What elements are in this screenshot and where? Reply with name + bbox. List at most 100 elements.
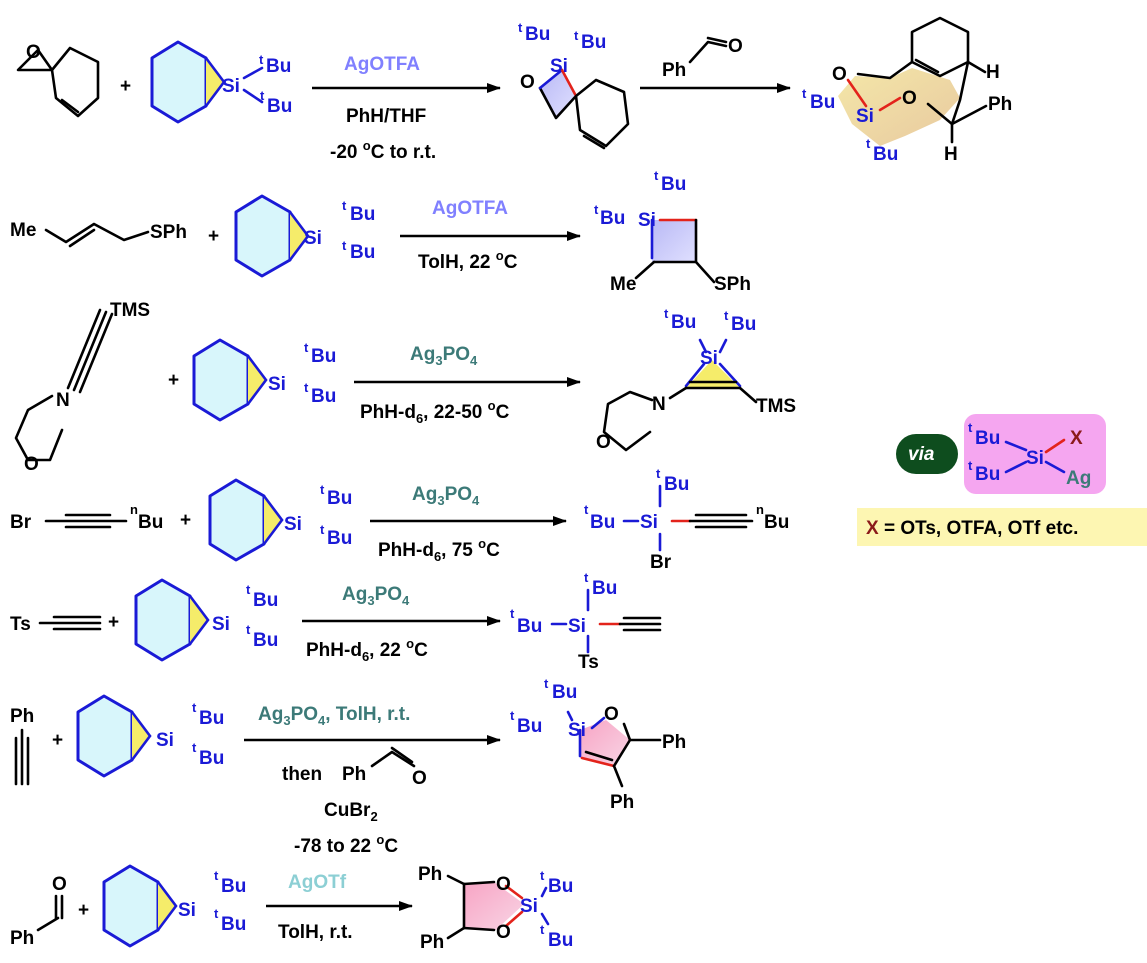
svg-text:Bu: Bu bbox=[517, 616, 542, 637]
silacyclopropane-reagent: Si t Bu t Bu bbox=[150, 40, 292, 124]
benzaldehyde-reagent: Ph O bbox=[662, 36, 743, 81]
svg-text:Bu: Bu bbox=[661, 174, 686, 195]
condition: PhH-d6, 75 oC bbox=[378, 536, 500, 564]
oxasiletane-product: O Si t Bu t Bu bbox=[518, 20, 630, 150]
svg-text:Bu: Bu bbox=[221, 914, 246, 935]
svg-text:Bu: Bu bbox=[590, 512, 615, 533]
svg-text:Ph: Ph bbox=[10, 928, 34, 949]
svg-text:Si: Si bbox=[520, 896, 538, 917]
svg-text:t: t bbox=[192, 740, 197, 755]
svg-text:Ph: Ph bbox=[418, 864, 442, 885]
svg-text:t: t bbox=[510, 606, 515, 621]
svg-text:Bu: Bu bbox=[548, 930, 573, 951]
svg-text:Si: Si bbox=[284, 514, 302, 535]
condition: TolH, 22 oC bbox=[418, 248, 518, 273]
svg-text:t: t bbox=[594, 202, 599, 217]
svg-text:Bu: Bu bbox=[592, 578, 617, 599]
svg-text:Si: Si bbox=[568, 720, 586, 741]
svg-text:Ph: Ph bbox=[342, 764, 366, 785]
condition: TolH, r.t. bbox=[278, 922, 353, 943]
svg-text:t: t bbox=[214, 868, 219, 883]
svg-text:Bu: Bu bbox=[350, 204, 375, 225]
condition-temp: -20 oC to r.t. bbox=[330, 138, 436, 163]
svg-text:Ph: Ph bbox=[662, 732, 686, 753]
svg-text:t: t bbox=[540, 922, 545, 937]
then-benzaldehyde: then Ph O bbox=[282, 746, 427, 789]
svg-text:Si: Si bbox=[700, 348, 718, 369]
svg-text:t: t bbox=[584, 570, 589, 585]
svg-text:Bu: Bu bbox=[327, 528, 352, 549]
reagent-label: Ag3PO4 bbox=[342, 584, 410, 608]
svg-text:O: O bbox=[520, 72, 535, 93]
svg-text:t: t bbox=[246, 582, 251, 597]
svg-text:t: t bbox=[968, 458, 973, 473]
reagent-label: AgOTFA bbox=[432, 198, 508, 219]
svg-text:Si: Si bbox=[638, 210, 656, 231]
condition: PhH-d6, 22 oC bbox=[306, 636, 428, 664]
svg-text:O: O bbox=[52, 874, 67, 895]
svg-text:Si: Si bbox=[550, 56, 568, 77]
svg-text:Bu: Bu bbox=[975, 428, 1000, 449]
svg-text:Si: Si bbox=[640, 512, 658, 533]
benzaldehyde: O Ph bbox=[10, 874, 67, 949]
svg-text:Bu: Bu bbox=[199, 748, 224, 769]
via-intermediate-box: via t Bu t Bu Si X Ag X = OTs, OTFA, OTf… bbox=[857, 414, 1147, 546]
svg-text:SPh: SPh bbox=[714, 274, 751, 295]
svg-text:Si: Si bbox=[268, 374, 286, 395]
svg-text:Ph: Ph bbox=[662, 60, 686, 81]
svg-text:t: t bbox=[214, 906, 219, 921]
svg-text:Me: Me bbox=[10, 220, 36, 241]
epoxy-cyclohexene: O bbox=[16, 42, 100, 118]
silacyclopropane-reagent: Si t Bu t Bu bbox=[134, 578, 278, 662]
svg-text:Bu: Bu bbox=[581, 32, 606, 53]
svg-text:Ph: Ph bbox=[420, 932, 444, 953]
svg-text:O: O bbox=[496, 874, 511, 895]
svg-text:Bu: Bu bbox=[731, 314, 756, 335]
condition: PhH-d6, 22-50 oC bbox=[360, 398, 510, 426]
svg-text:O: O bbox=[604, 704, 619, 725]
svg-text:via: via bbox=[908, 444, 935, 465]
svg-text:SPh: SPh bbox=[150, 222, 187, 243]
svg-text:Bu: Bu bbox=[311, 346, 336, 367]
reagent-label: Ag3PO4 bbox=[410, 344, 478, 368]
reagent-label: Ag3PO4 bbox=[412, 484, 480, 508]
svg-text:H: H bbox=[944, 144, 958, 165]
counterion-legend: X = OTs, OTFA, OTf etc. bbox=[866, 518, 1078, 539]
svg-text:Br: Br bbox=[10, 512, 32, 533]
silacyclopropane-reagent: Si t Bu t Bu bbox=[208, 478, 352, 562]
silacyclopropene-product: Si t Bu t Bu N O TMS bbox=[596, 306, 796, 453]
svg-text:t: t bbox=[584, 502, 589, 517]
silacyclopropane-reagent: Si t Bu t Bu bbox=[192, 338, 336, 422]
svg-text:X: X bbox=[1070, 428, 1083, 449]
plus-sign: + bbox=[108, 612, 119, 633]
svg-text:t: t bbox=[574, 28, 579, 43]
svg-text:t: t bbox=[866, 136, 871, 151]
svg-text:Bu: Bu bbox=[138, 512, 163, 533]
svg-text:Si: Si bbox=[222, 76, 240, 97]
svg-text:O: O bbox=[24, 454, 39, 475]
svg-text:Si: Si bbox=[178, 900, 196, 921]
svg-text:Si: Si bbox=[156, 730, 174, 751]
svg-text:Bu: Bu bbox=[517, 716, 542, 737]
ethynyl-tosyl: Ts bbox=[10, 614, 102, 635]
svg-text:t: t bbox=[259, 52, 264, 67]
svg-text:Bu: Bu bbox=[810, 92, 835, 113]
svg-text:Ph: Ph bbox=[988, 94, 1012, 115]
plus-sign: + bbox=[52, 730, 63, 751]
svg-text:Si: Si bbox=[568, 616, 586, 637]
svg-text:Bu: Bu bbox=[253, 590, 278, 611]
svg-text:Si: Si bbox=[856, 106, 874, 127]
plus-sign: + bbox=[78, 900, 89, 921]
svg-text:Bu: Bu bbox=[350, 242, 375, 263]
svg-text:Bu: Bu bbox=[600, 208, 625, 229]
plus-sign: + bbox=[168, 370, 179, 391]
alkynylsilane-product: t Bu Si t Bu Br n Bu bbox=[584, 466, 789, 573]
svg-text:t: t bbox=[664, 306, 669, 321]
svg-text:O: O bbox=[728, 36, 743, 57]
svg-text:Bu: Bu bbox=[671, 312, 696, 333]
oxasilolene-product: t Bu t Bu Si O Ph Ph bbox=[510, 676, 686, 813]
svg-text:n: n bbox=[756, 502, 764, 517]
copper-reagent: CuBr2 bbox=[324, 800, 378, 824]
ynamine-morpholine: TMS N O bbox=[14, 300, 150, 475]
silacyclopropane-reagent: Si t Bu t Bu bbox=[102, 864, 246, 948]
